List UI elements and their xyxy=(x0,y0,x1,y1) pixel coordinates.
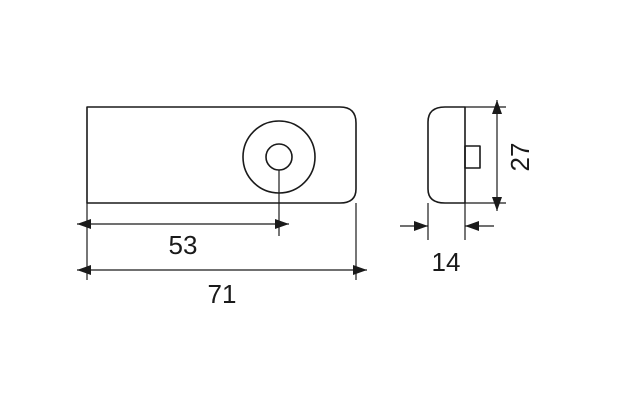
dimension-14: 14 xyxy=(400,221,494,277)
arrowhead-27-bottom xyxy=(492,197,502,211)
arrowhead-71-left xyxy=(77,265,91,275)
arrowhead-27-top xyxy=(492,100,502,114)
dimension-53: 53 xyxy=(77,219,289,260)
dimension-label-27: 27 xyxy=(505,143,535,172)
hinge-hole-circle xyxy=(265,143,293,171)
front-view xyxy=(86,106,357,280)
arrowhead-53-left xyxy=(77,219,91,229)
dimension-71: 71 xyxy=(77,265,367,309)
side-view-outline xyxy=(427,106,466,204)
dimension-label-14: 14 xyxy=(432,247,461,277)
dimension-27: 27 xyxy=(492,100,535,211)
dimension-label-53: 53 xyxy=(169,230,198,260)
arrowhead-14-right xyxy=(465,221,479,231)
arrowhead-14-left xyxy=(414,221,428,231)
arrowhead-71-right xyxy=(353,265,367,275)
dimension-label-71: 71 xyxy=(208,279,237,309)
side-view-pin xyxy=(464,145,481,169)
side-view xyxy=(427,106,506,240)
front-view-outline xyxy=(86,106,357,204)
arrowhead-53-right xyxy=(275,219,289,229)
